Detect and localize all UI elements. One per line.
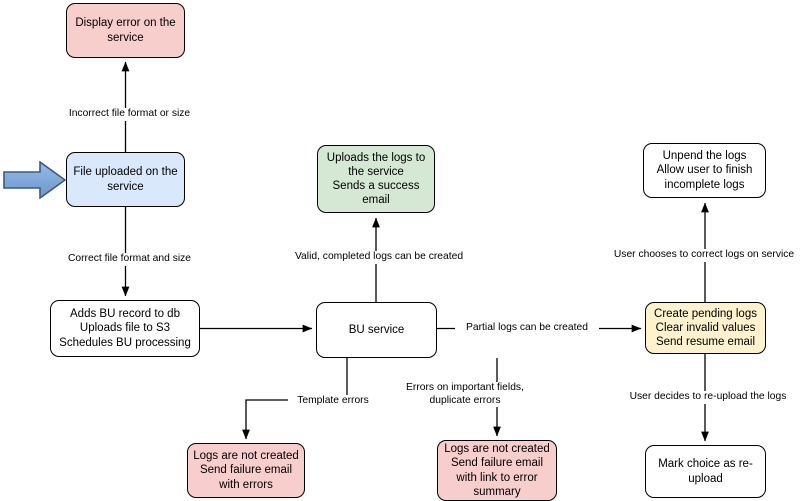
edge-label-partial-logs: Partial logs can be created: [455, 322, 599, 335]
node-logs-not-created-template-errors[interactable]: Logs are not created Send failure email …: [187, 443, 305, 498]
node-file-uploaded-on-the-service[interactable]: File uploaded on the service: [66, 152, 185, 207]
edge-label-user-chooses-correct-logs: User chooses to correct logs on service: [603, 249, 801, 262]
node-adds-bu-record[interactable]: Adds BU record to db Uploads file to S3 …: [50, 300, 200, 357]
edge-label-correct-file-format: Correct file format and size: [55, 253, 204, 266]
edge-label-user-decides-reupload: User decides to re-upload the logs: [617, 391, 799, 404]
edge-label-template-errors: Template errors: [288, 395, 378, 408]
node-uploads-the-logs[interactable]: Uploads the logs to the service Sends a …: [317, 145, 435, 213]
edge-label-errors-on-important-fields: Errors on important fields, duplicate er…: [392, 382, 538, 408]
edge-label-valid-completed-logs: Valid, completed logs can be created: [279, 251, 479, 264]
node-unpend-the-logs[interactable]: Unpend the logs Allow user to finish inc…: [643, 143, 766, 198]
node-logs-not-created-error-summary[interactable]: Logs are not created Send failure email …: [437, 440, 557, 501]
edge-label-incorrect-file-format: Incorrect file format or size: [55, 108, 204, 121]
node-display-error[interactable]: Display error on the service: [66, 3, 185, 58]
node-bu-service[interactable]: BU service: [316, 302, 437, 358]
input-block-arrow-icon: [3, 161, 67, 199]
node-mark-choice-as-re-upload[interactable]: Mark choice as re- upload: [645, 445, 766, 498]
node-create-pending-logs[interactable]: Create pending logs Clear invalid values…: [645, 302, 766, 354]
